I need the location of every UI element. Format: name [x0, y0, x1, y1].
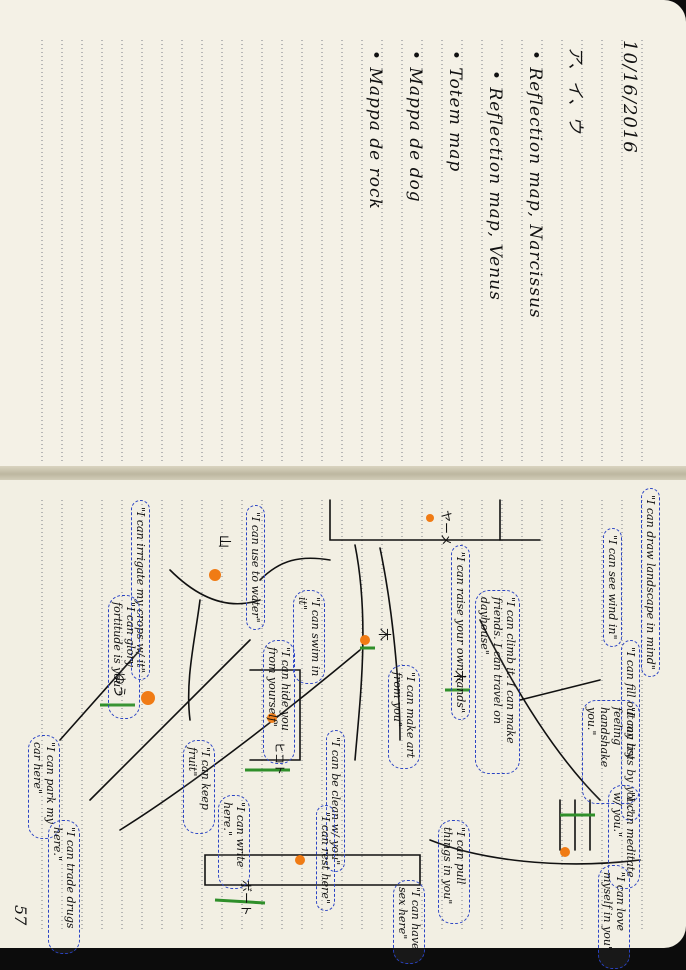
- speech-bubble: "I can rest here": [316, 805, 335, 911]
- speech-bubble: "I can use to water": [246, 505, 265, 630]
- speech-bubble: "I can pull things in you": [438, 820, 470, 924]
- sketch-label: ヤーメ: [439, 510, 453, 546]
- speech-bubble: "I can keep fruit": [183, 740, 215, 834]
- speech-bubble: "I can draw landscape in mind": [641, 488, 660, 677]
- sketch-label: 木: [376, 628, 391, 642]
- speech-bubble: "I can trade drugs here.": [48, 820, 80, 954]
- sketch-label: ヒコト: [273, 742, 286, 775]
- sketch-label: 山: [216, 535, 231, 549]
- speech-bubble: "I can climb it. I can make friends. I c…: [475, 590, 520, 774]
- speech-bubble: "I can swim in it": [293, 590, 325, 684]
- page-number: 57: [11, 905, 30, 926]
- speech-bubble: "I can write here.": [218, 795, 250, 889]
- sketch-label: ボート: [239, 880, 253, 917]
- speech-bubble: "I can see wind in": [603, 528, 622, 647]
- speech-bubble: "I can love myself in you": [598, 865, 630, 969]
- sketch-label: 木: [451, 670, 466, 684]
- notebook-page-bottom: [0, 480, 686, 948]
- notebook-spine: [0, 466, 686, 482]
- speech-bubble: "I can glory fortitude is you.": [108, 595, 140, 719]
- notebook-page-top: [0, 0, 686, 468]
- speech-bubble: "I can have sex here": [393, 880, 425, 964]
- speech-bubble: "I can make art from you": [388, 665, 420, 769]
- speech-bubble: "I can raise your own hands": [451, 545, 470, 720]
- sketch-label: ゆう: [111, 672, 126, 699]
